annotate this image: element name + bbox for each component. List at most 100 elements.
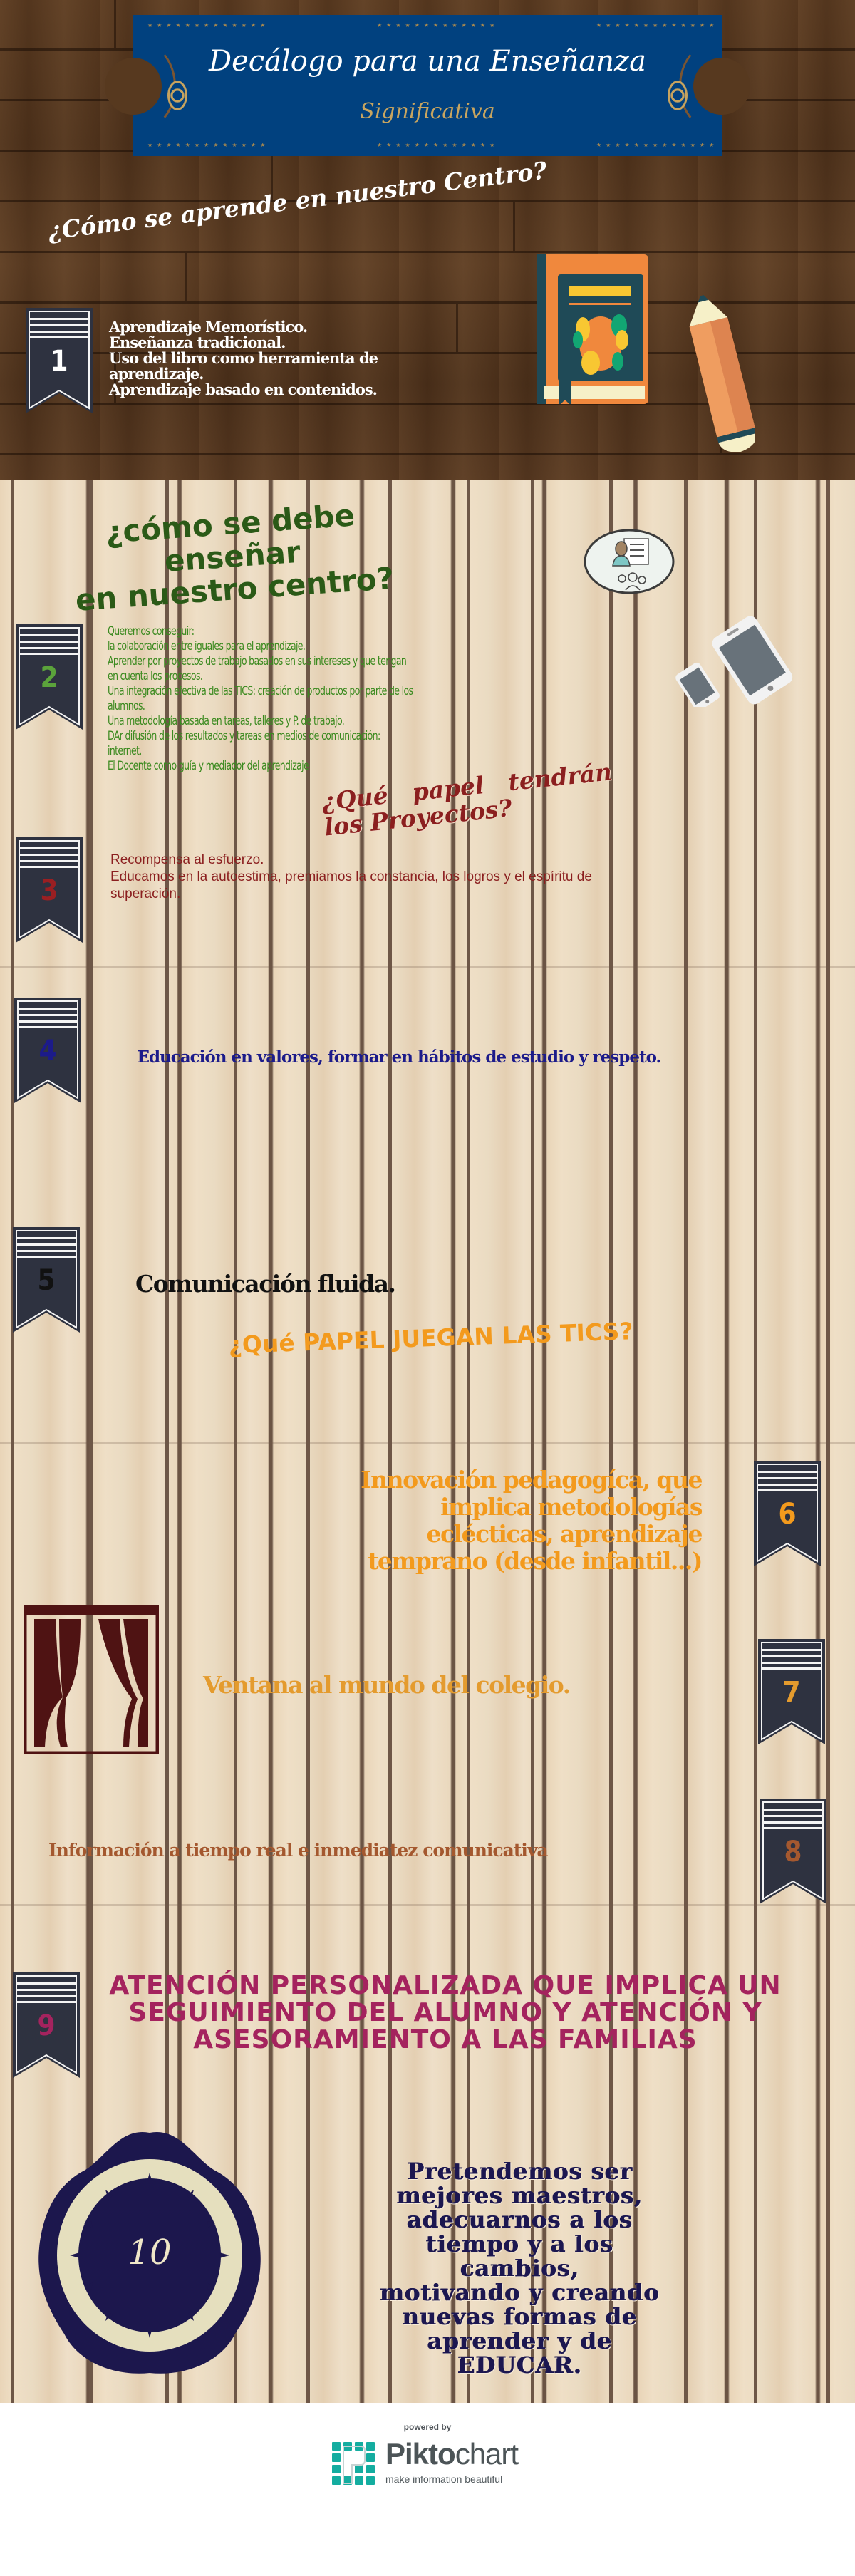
seal-number: 10 [128,2233,172,2272]
wood-seam [271,152,273,200]
plank-seam [306,480,310,2403]
list-item: DAr difusión de los resultados y tareas … [108,729,380,743]
ornament-icon [668,81,688,110]
ribbon-icon [26,308,93,413]
ribbon-badge-8: 8 [760,1799,826,1904]
brand-bold: Pikto [385,2437,456,2471]
list-item: Uso del libro como herramienta de [109,349,378,367]
list-item: Recompensa al esfuerzo. [110,852,264,867]
ribbon-badge-1: 1 [26,308,93,413]
title-banner: ★★★★★★★★★★★★★ ★★★★★★★★★★★★★ ★★★★★★★★★★★★… [105,15,750,156]
list-item: Aprendizaje Memorístico. [109,318,308,336]
curtain-window-icon [24,1605,159,1754]
seal-badge-10: 10 [21,2127,278,2384]
page-title: Decálogo para una Enseñanza [209,45,646,78]
ribbon-badge-6: 6 [754,1461,821,1566]
text-line: ATENCIÓN PERSONALIZADA QUE IMPLICA UN [109,1971,782,2000]
list-item: Aprender por proyectos de trabajo basado… [108,654,407,668]
wood-seam [114,0,116,48]
text-line: motivando y creando [380,2279,660,2306]
ribbon-number: 3 [40,874,58,907]
list-item: Una integración efectiva de las TICS: cr… [108,684,413,698]
piktochart-brand[interactable]: Piktochart [385,2437,519,2471]
list-item: internet. [108,744,142,758]
ribbon-icon [14,998,81,1103]
star-border: ★★★★★★★★★★★★★ [596,142,719,148]
pencil-icon [689,295,755,452]
star-border: ★★★★★★★★★★★★★ [596,22,719,29]
ribbon-badge-2: 2 [16,624,83,730]
list-item: aprendizaje. [109,365,204,383]
section-3-list: Recompensa al esfuerzo. Educamos en la a… [110,852,752,903]
ribbon-number: 6 [778,1498,797,1531]
wood-seam [114,354,116,403]
wood-seam [456,304,458,352]
tablet-icon [712,616,793,705]
star-border: ★★★★★★★★★★★★★ [377,22,499,29]
ribbon-icon [16,837,83,943]
ribbon-icon [13,1227,80,1333]
ribbon-number: 5 [37,1264,56,1297]
ribbon-number: 9 [37,2009,56,2042]
wood-seam [185,253,187,301]
plank-seam [388,480,392,2403]
plank-seam [609,480,613,2403]
footer: powered by Piktochart make information b… [0,2403,855,2576]
text-line: adecuarnos a los [407,2206,633,2233]
list-item: superación. [110,886,181,901]
ribbon-number: 1 [50,345,68,378]
text-line: implica metodologías [440,1493,703,1521]
ribbon-badge-5: 5 [13,1227,80,1333]
plank-seam [754,480,757,2403]
section-9-text: ATENCIÓN PERSONALIZADA QUE IMPLICA UN SE… [93,1972,798,2054]
text-line: cambios, [460,2255,580,2282]
plank-row-seam [0,966,855,968]
section-1-list: Aprendizaje Memorístico. Enseñanza tradi… [109,319,378,398]
text-line: ASESORAMIENTO A LAS FAMILIAS [193,2025,698,2054]
smartphone-icon [675,616,793,707]
list-item: la colaboración entre iguales para el ap… [108,639,306,653]
plank-seam [165,480,169,2403]
book-icon [537,254,648,404]
text-line: tiempo y a los [426,2230,614,2257]
plank-seam [467,480,470,2403]
text-line: Innovación pedagogíca, que [361,1466,703,1494]
section-7-text: Ventana al mundo del colegio. [203,1671,571,1699]
star-border: ★★★★★★★★★★★★★ [147,142,270,148]
text-line: temprano (desde infantil...) [368,1547,703,1575]
piktochart-logo-icon[interactable] [332,2442,376,2486]
piktochart-tagline: make information beautiful [385,2473,503,2485]
section-10-text: Pretendemos ser mejores maestros, adecua… [292,2159,748,2377]
plank-row-seam [0,1904,855,1906]
section-2-list: Queremos conseguir: la colaboración entr… [108,624,598,774]
list-item: Una metodología basada en tareas, taller… [108,714,345,728]
brand-light: chart [455,2437,519,2471]
plank-seam [11,480,14,2403]
list-item: El Docente como guía y mediador del apre… [108,759,309,773]
ribbon-badge-4: 4 [14,998,81,1103]
ribbon-number: 7 [782,1676,801,1709]
ornament-icon [167,81,187,110]
section-5-text: Comunicación fluida. [135,1270,396,1298]
ribbon-number: 2 [40,661,58,694]
ribbon-badge-3: 3 [16,837,83,943]
ribbon-badge-9: 9 [13,1972,80,2078]
wood-seam [513,202,515,251]
plank-seam [826,480,830,2403]
plank-row-seam [0,1442,855,1444]
section-6-text: Innovación pedagogíca, que implica metod… [242,1466,703,1575]
light-wood-background [0,480,855,2403]
teacher-presentation-icon [584,529,675,594]
ribbon-badge-7: 7 [758,1639,825,1744]
section-4-text: Educación en valores, formar en hábitos … [137,1048,661,1067]
list-item: alumnos. [108,699,145,713]
text-line: nuevas formas de [403,2303,638,2330]
star-border: ★★★★★★★★★★★★★ [147,22,270,29]
ribbon-number: 4 [38,1035,57,1067]
text-line: mejores maestros, [397,2182,643,2209]
ribbon-icon [758,1639,825,1744]
ribbon-icon [760,1799,826,1904]
page-subtitle: Significativa [360,99,495,124]
ribbon-icon [16,624,83,730]
plank-seam [684,480,688,2403]
